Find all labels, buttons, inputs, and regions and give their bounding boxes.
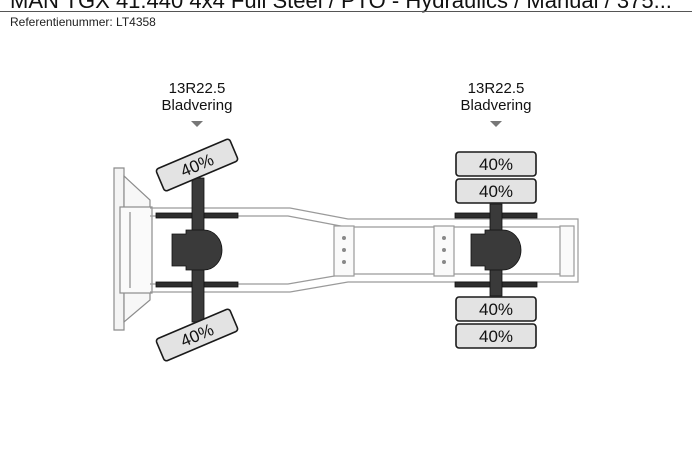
axle-2-tire-right-inner-tread: 40% (479, 300, 513, 319)
axle-2-tire-left-inner: 40% (455, 178, 537, 204)
axle-2-suspension: Bladvering (460, 97, 532, 114)
axle-1-suspension: Bladvering (161, 97, 233, 114)
axle-2-tire-right-inner: 40% (455, 296, 537, 322)
axle-2 (454, 203, 538, 297)
title-divider (0, 11, 692, 12)
axle-2-tire-right-outer-tread: 40% (479, 327, 513, 346)
axle-2-label: 13R22.5 Bladvering (436, 80, 556, 114)
axle-2-tire-left-outer: 40% (455, 151, 537, 177)
page-title: MAN TGX 41.440 4x4 Full Steel / PTO - Hy… (10, 0, 672, 13)
front-bumper (113, 167, 153, 331)
axle-2-differential (470, 229, 522, 271)
axle-2-tire-right-outer: 40% (455, 323, 537, 349)
axle-2-arrow-icon (490, 121, 502, 127)
axle-1-arrow-icon (191, 121, 203, 127)
frame-rivets (342, 236, 446, 264)
axle-2-tire-left-inner-tread: 40% (479, 182, 513, 201)
axle-1-tire-size: 13R22.5 (168, 80, 226, 97)
axle-1-label: 13R22.5 Bladvering (137, 80, 257, 114)
axle-2-tire-size: 13R22.5 (467, 80, 525, 97)
axle-1-differential (171, 229, 223, 271)
reference-number: Referentienummer: LT4358 (10, 15, 156, 29)
axle-1 (155, 177, 239, 323)
axle-2-tire-left-outer-tread: 40% (479, 155, 513, 174)
